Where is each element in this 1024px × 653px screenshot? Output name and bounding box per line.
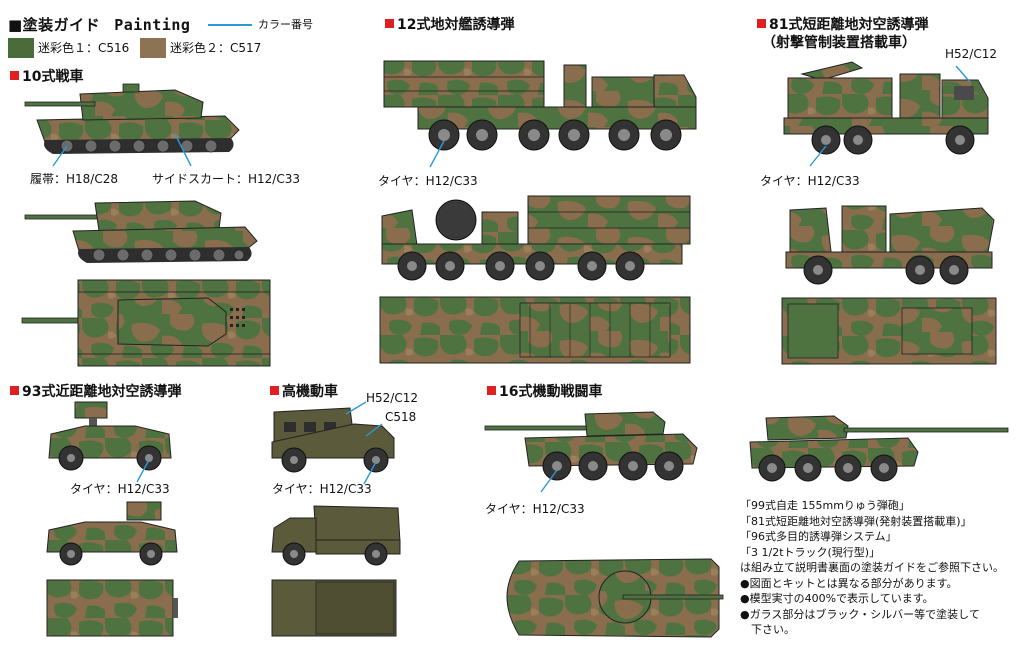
type12-side-view-2 [381,195,691,281]
type16-side-view [484,411,698,493]
type12-side-view [383,60,697,168]
section-title-text: 高機動車 [282,384,338,400]
type10-skirt-callout: サイドスカート：H12/C33 [152,172,300,186]
hmv-top-view [271,579,397,637]
type10-side-view-2 [24,200,258,263]
type93-top-view [46,579,178,637]
section-title-type93: 93式近距離地対空誘導弾 [10,381,181,401]
section-title-hmv: 高機動車 [270,381,338,401]
note-line: は組み立て説明書裏面の塗装ガイドをご参照下さい。 [740,561,1004,574]
type93-tire-callout: タイヤ：H12/C33 [70,482,170,496]
swatch-1-chip [8,37,34,58]
section-marker [385,19,394,28]
hmv-body-callout: C518 [385,410,417,424]
type10-top-view [21,279,271,367]
type93-side-view [48,401,172,483]
hmv-side-view-2 [271,505,401,566]
type81-top-callout: H52/C12 [945,47,997,61]
type81-tire-callout: タイヤ：H12/C33 [760,174,860,188]
note-line: ●ガラス部分はブラック・シルバー等で塗装して [740,607,980,621]
type93-side-view-2 [46,501,178,566]
legend-label: カラー番号 [258,18,313,31]
swatch-2-chip [140,37,166,58]
section-title-type12: 12式地対艦誘導弾 [385,14,514,34]
note-line: 「96式多目的誘導弾システム」 [740,530,897,543]
guide-title-jp: ■塗装ガイド [8,16,101,34]
type10-track-callout: 履帯：H18/C28 [30,172,118,186]
section-title-type81: 81式短距離地対空誘導弾 [757,14,928,34]
legend-line [208,24,252,26]
section-title-text: 12式地対艦誘導弾 [397,17,515,33]
section-title-text: 93式近距離地対空誘導弾 [22,384,182,400]
section-marker [487,386,496,395]
hmv-glass-callout: H52/C12 [366,391,418,405]
type81-subtitle: （射撃管制装置搭載車） [762,35,916,51]
guide-title: ■塗装ガイド Painting [8,14,190,35]
note-line: ●図面とキットとは異なる部分があります。 [740,576,958,590]
section-marker [10,386,19,395]
note-line: 下さい。 [740,623,795,636]
hmv-tire-callout: タイヤ：H12/C33 [272,482,372,496]
type81-side-view-2 [785,205,995,285]
note-line: 「81式短距離地対空誘導弾(発射装置搭載車)」 [740,514,972,528]
type16-tire-callout: タイヤ：H12/C33 [485,502,585,516]
swatch-2-label: 迷彩色２：C517 [170,41,262,55]
type16-top-view [506,558,724,638]
section-marker [757,19,766,28]
note-line: ●模型実寸の400%で表示しています。 [740,592,934,605]
swatch-2: 迷彩色２：C517 [140,37,261,58]
type81-side-view [783,61,989,167]
section-title-type16: 16式機動戦闘車 [487,381,602,401]
section-title-text: 16式機動戦闘車 [499,384,603,400]
hmv-side-view [271,401,395,485]
swatch-1-label: 迷彩色１：C516 [38,41,130,55]
section-marker [270,386,279,395]
type10-side-view [24,83,240,167]
note-line: 「3 1/2tトラック(現行型)」 [740,545,881,559]
type81-top-view [781,297,997,365]
swatch-1: 迷彩色１：C516 [8,37,129,58]
guide-title-en: Painting [114,16,191,34]
notes-block: 「99式自走 155mmりゅう弾砲」 「81式短距離地対空誘導弾(発射装置搭載車… [740,498,1004,638]
type16-side-view-2 [749,415,1009,482]
type12-tire-callout: タイヤ：H12/C33 [378,174,478,188]
section-title-type10: 10式戦車 [10,66,83,86]
section-title-text: 10式戦車 [22,69,84,85]
note-line: 「99式自走 155mmりゅう弾砲」 [740,499,910,512]
color-legend: カラー番号 [208,16,313,32]
section-title-text: 81式短距離地対空誘導弾 [769,17,929,33]
type12-top-view [379,296,691,364]
section-marker [10,71,19,80]
